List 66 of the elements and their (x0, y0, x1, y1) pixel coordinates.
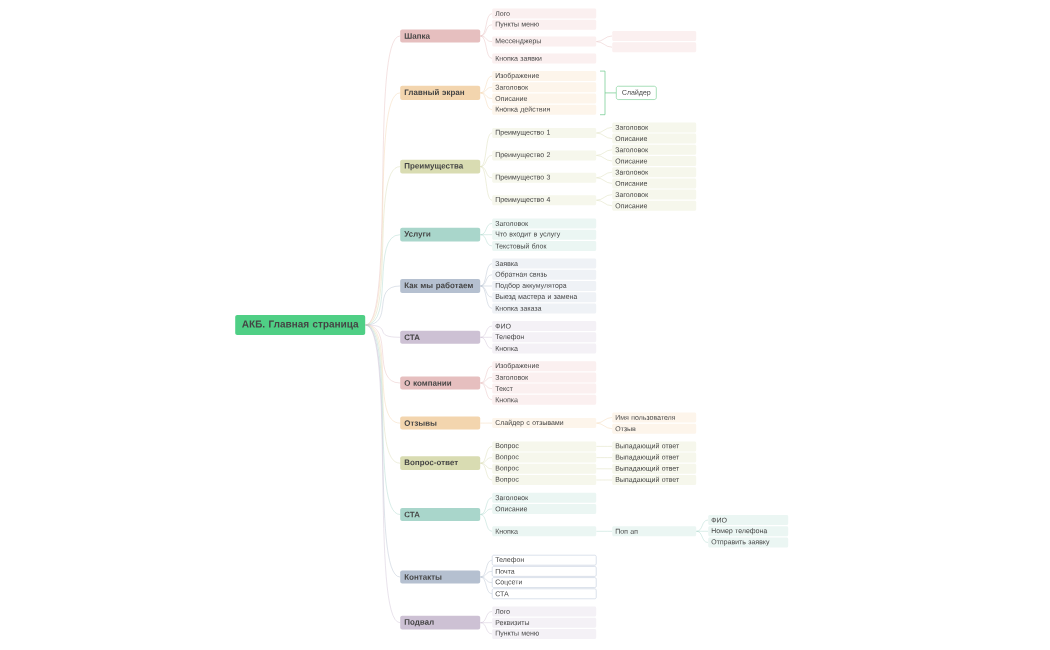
branch-line (365, 92, 401, 326)
branch-line (480, 337, 493, 349)
branch-line (596, 171, 613, 179)
branch-line (365, 324, 401, 464)
branch-line (480, 382, 493, 400)
branch-line (596, 35, 613, 42)
branch-line (365, 324, 401, 623)
branch-line (480, 497, 493, 515)
branch-line (696, 531, 709, 543)
branch-line (480, 35, 493, 59)
branch-line (596, 199, 613, 207)
branch-line (480, 75, 493, 94)
branch-line (480, 446, 493, 464)
branch-line (480, 576, 493, 594)
branch-line (480, 263, 493, 287)
branch-line (480, 382, 493, 389)
topic-box: СТА (400, 330, 481, 344)
branch-line (480, 622, 493, 635)
branch-line (480, 166, 493, 201)
topic-box: СТА (400, 508, 481, 521)
branch-line (480, 285, 493, 309)
branch-line (480, 92, 493, 110)
branch-line (696, 519, 709, 532)
branch-line (480, 155, 493, 167)
branch-line (480, 462, 493, 481)
branch-line (480, 274, 493, 287)
topic-box: Отзывы (400, 416, 481, 430)
branch-line (480, 234, 493, 247)
branch-line (596, 149, 613, 156)
root-topic-box: АКБ. Главная страница (235, 315, 366, 335)
branch-line (596, 194, 613, 201)
topic-box: О компании (400, 376, 481, 390)
branch-line (596, 177, 613, 184)
topic-box: Контакты (400, 570, 481, 584)
branch-line (596, 417, 613, 424)
topic-box: Преимущества (400, 159, 481, 174)
branch-line (480, 514, 493, 532)
branch-line (480, 13, 493, 37)
branch-line (480, 576, 493, 583)
topic-box: Подвал (400, 615, 481, 630)
topic-box: Вопрос-ответ (400, 456, 481, 471)
branch-line (480, 571, 493, 578)
branch-line (480, 559, 493, 578)
topic-box: Главный экран (400, 85, 481, 101)
branch-line (480, 87, 493, 94)
branch-line (480, 365, 493, 384)
branch-line (596, 155, 613, 162)
branch-line (480, 35, 493, 42)
branch-line (480, 462, 493, 469)
topic-box: Шапка (400, 29, 481, 43)
branch-line (596, 422, 613, 429)
branch-line (480, 132, 493, 167)
branch-line (480, 457, 493, 464)
branch-line (480, 92, 493, 99)
topic-box: Как мы работаем (400, 278, 481, 294)
branch-line (480, 508, 493, 515)
branch-line (480, 223, 493, 235)
branch-line (596, 41, 613, 48)
branch-line (596, 132, 613, 139)
topic-box: Услуги (400, 227, 481, 242)
branch-line (480, 24, 493, 37)
branch-line (480, 166, 493, 179)
branch-line (596, 127, 613, 134)
branch-line (480, 377, 493, 384)
branch-line (480, 611, 493, 623)
branch-line (480, 325, 493, 338)
